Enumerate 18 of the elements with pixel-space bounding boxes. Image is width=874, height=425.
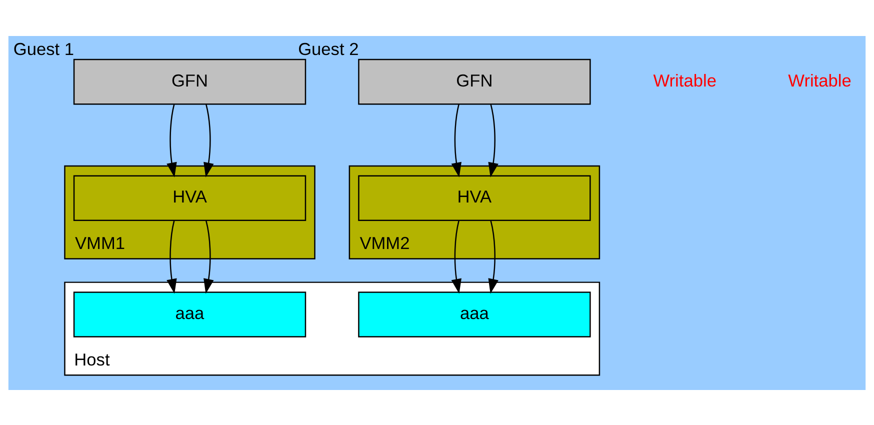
label: Writable bbox=[788, 70, 852, 90]
node-box: aaa bbox=[73, 291, 306, 337]
node-box: GFN bbox=[358, 58, 591, 104]
node-label: Guest 1 bbox=[13, 38, 74, 58]
arrow bbox=[451, 104, 462, 177]
arrow bbox=[488, 220, 498, 294]
arrow bbox=[451, 220, 462, 294]
arrow bbox=[166, 104, 177, 177]
node-box: HVA bbox=[73, 174, 306, 221]
node-box: HVA bbox=[358, 174, 591, 221]
arrow bbox=[204, 104, 214, 177]
node-box: aaa bbox=[358, 291, 591, 337]
node-label: Guest 2 bbox=[298, 38, 359, 58]
arrow bbox=[166, 220, 177, 294]
node-box: GFN bbox=[73, 58, 306, 104]
arrow bbox=[488, 104, 498, 177]
label: Writable bbox=[653, 70, 716, 90]
arrow bbox=[204, 220, 214, 294]
